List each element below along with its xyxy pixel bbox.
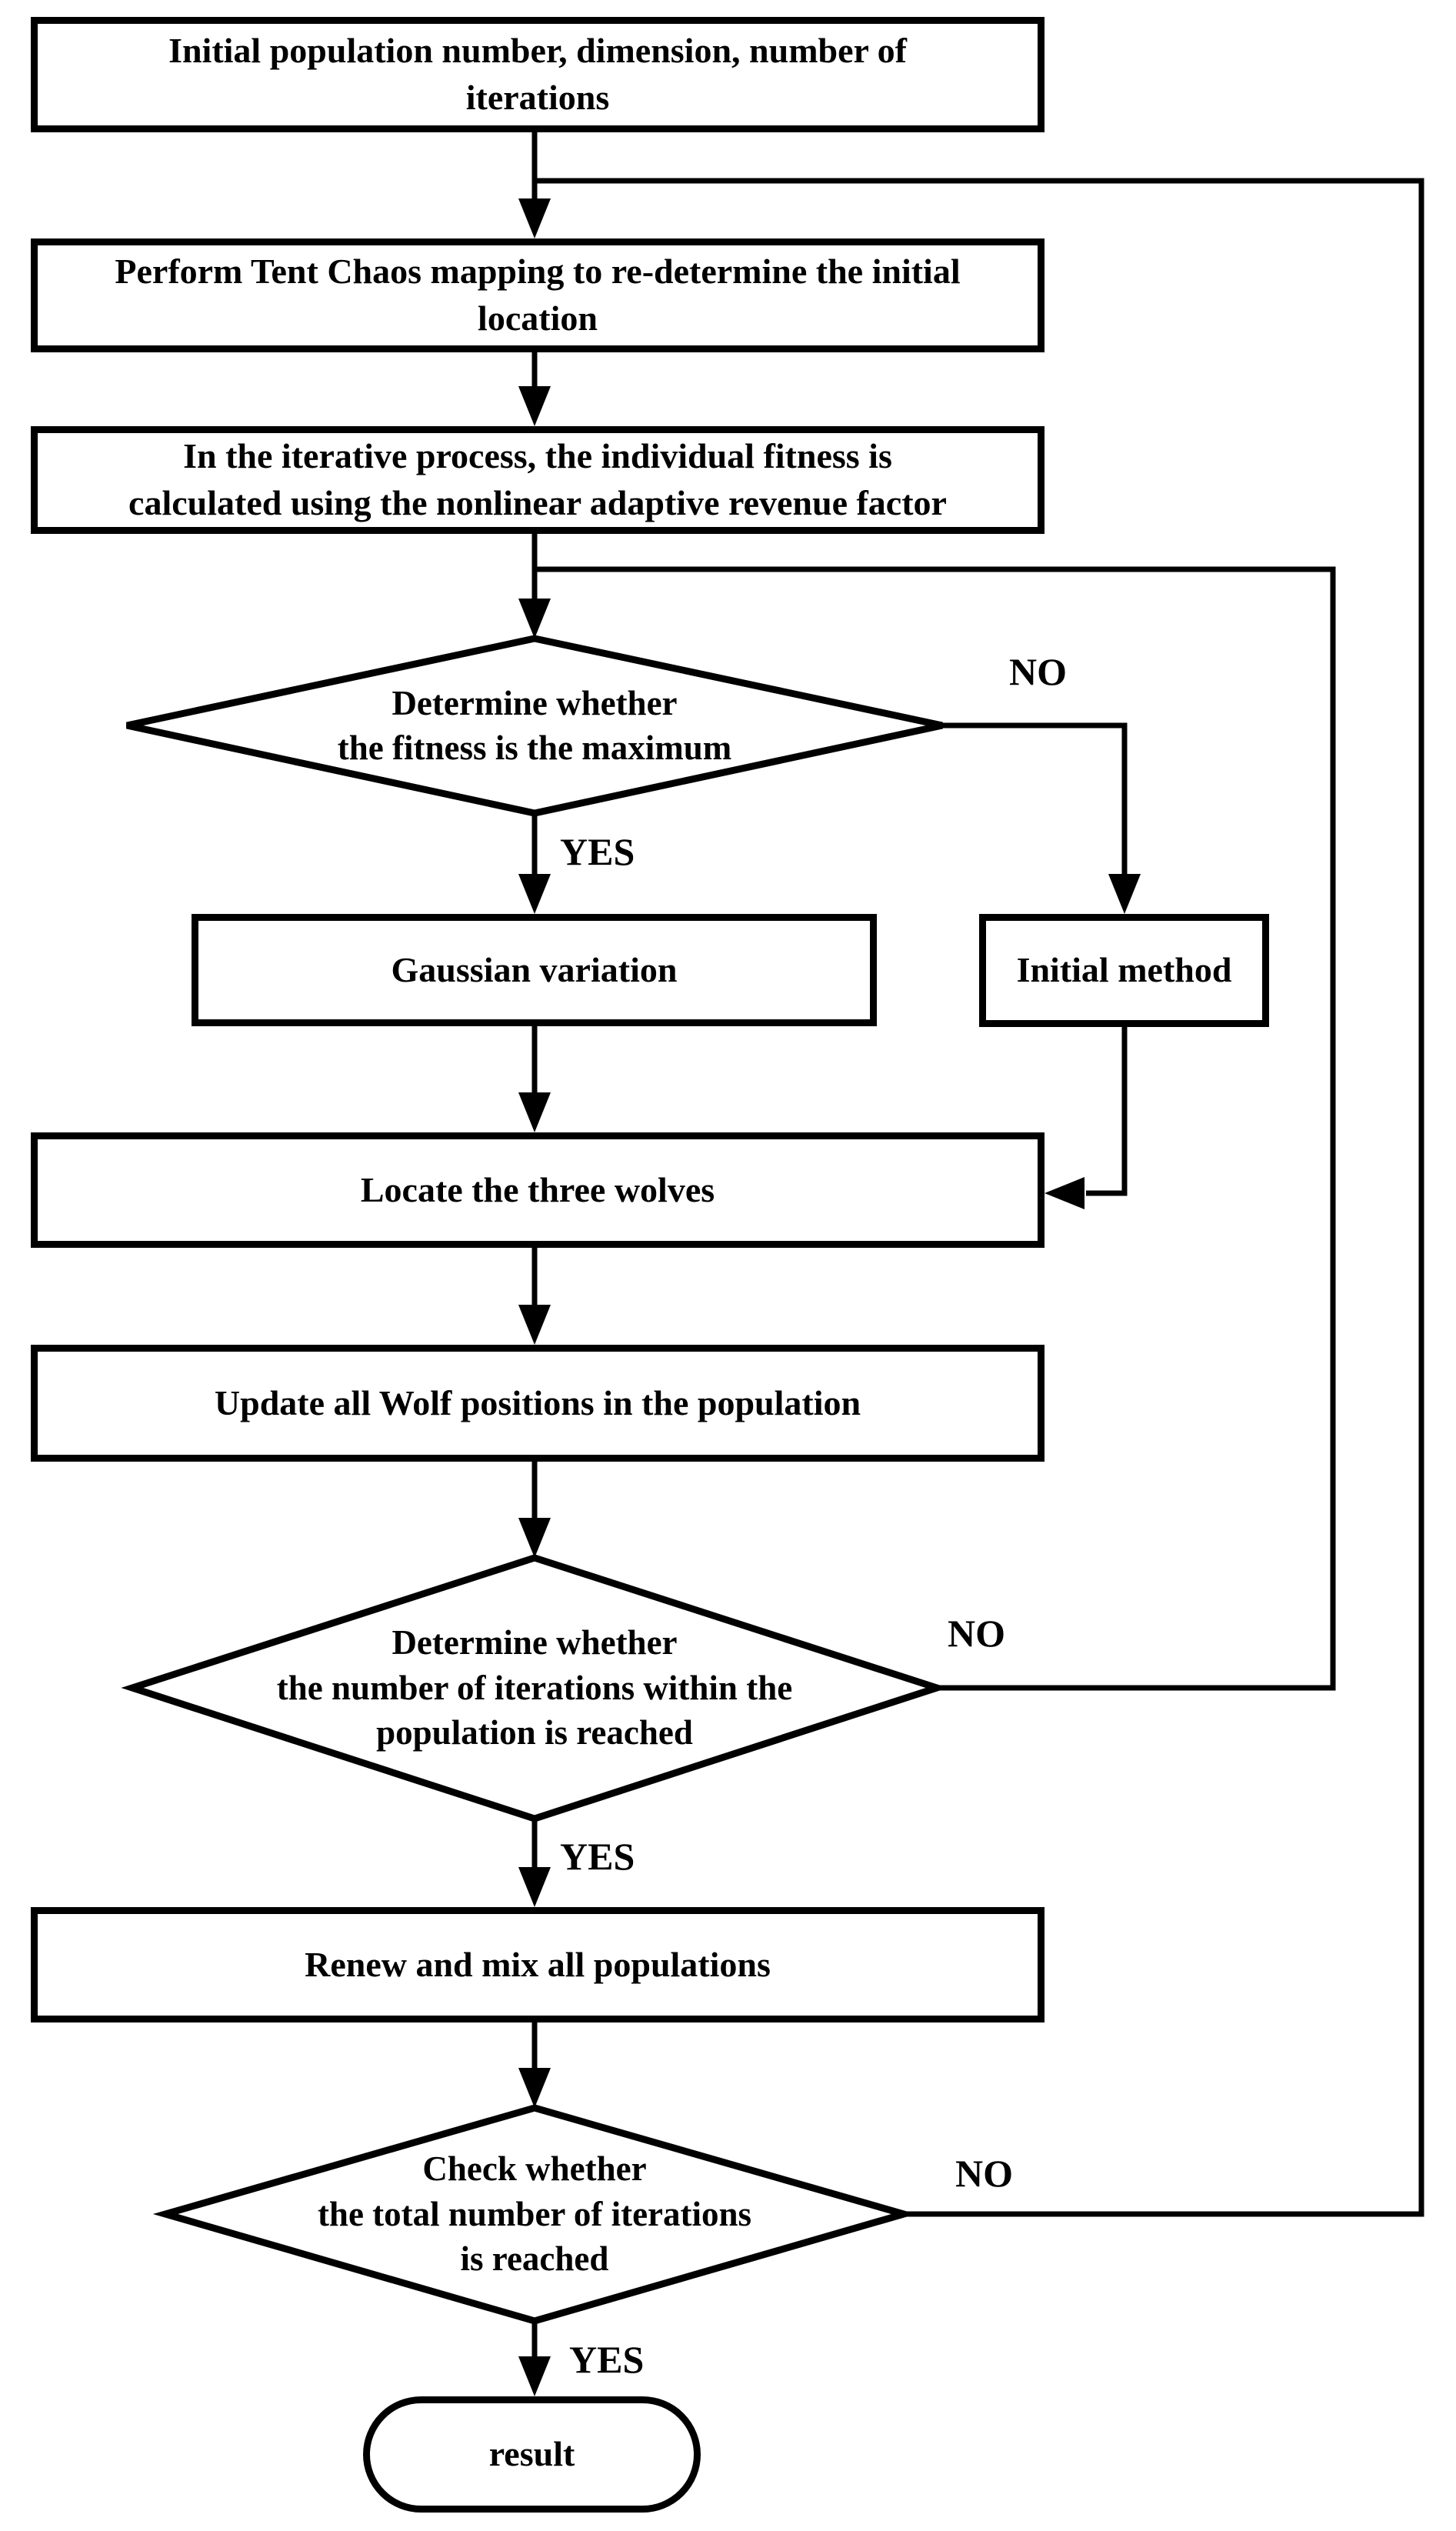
edge-decision2-no-feedback — [535, 566, 1336, 1691]
terminator-node-result: result — [363, 2396, 701, 2513]
arrowhead-into-renew — [518, 1867, 551, 1907]
edge-label-inner-yes: YES — [560, 1835, 635, 1878]
edge-label-total-no: NO — [955, 2152, 1013, 2195]
arrowhead-into-fitness — [518, 386, 551, 426]
arrowhead-into-initial-method — [1108, 874, 1141, 914]
process-node-renew-mix-populations: Renew and mix all populations — [31, 1907, 1045, 2022]
process-node-initial-population: Initial population number, dimension, nu… — [31, 17, 1045, 132]
edge-label-fitness-yes: YES — [560, 830, 635, 873]
arrowhead-into-result — [518, 2356, 551, 2396]
process-node-initial-method: Initial method — [979, 914, 1269, 1027]
edge-label-total-yes: YES — [569, 2338, 645, 2381]
arrowhead-into-tent — [518, 198, 551, 238]
arrowhead-into-decision3 — [518, 2068, 551, 2108]
edge-decision1-no-line — [942, 722, 1128, 874]
arrowhead-into-decision2 — [518, 1518, 551, 1558]
process-node-locate-three-wolves: Locate the three wolves — [31, 1132, 1045, 1248]
edge-label-inner-no: NO — [948, 1612, 1005, 1655]
arrowhead-into-update — [518, 1305, 551, 1345]
decision3-diamond-shape — [152, 2104, 917, 2325]
edge-initial-method-to-locate — [1086, 1027, 1128, 1196]
process-node-fitness-factor: In the iterative process, the individual… — [31, 426, 1045, 534]
process-node-update-wolf-positions: Update all Wolf positions in the populat… — [31, 1345, 1045, 1462]
edge-label-fitness-no: NO — [1009, 650, 1067, 693]
arrowhead-into-decision1 — [518, 599, 551, 639]
edge-decision3-no-feedback — [535, 178, 1424, 2217]
arrowhead-into-locate-top — [518, 1092, 551, 1132]
process-node-gaussian-variation: Gaussian variation — [192, 914, 877, 1026]
decision2-diamond-shape — [121, 1554, 948, 1822]
arrowhead-into-locate-right — [1045, 1177, 1085, 1209]
process-node-tent-chaos: Perform Tent Chaos mapping to re-determi… — [31, 238, 1045, 352]
decision1-diamond-shape — [126, 635, 943, 817]
arrowhead-into-gaussian — [518, 874, 551, 914]
